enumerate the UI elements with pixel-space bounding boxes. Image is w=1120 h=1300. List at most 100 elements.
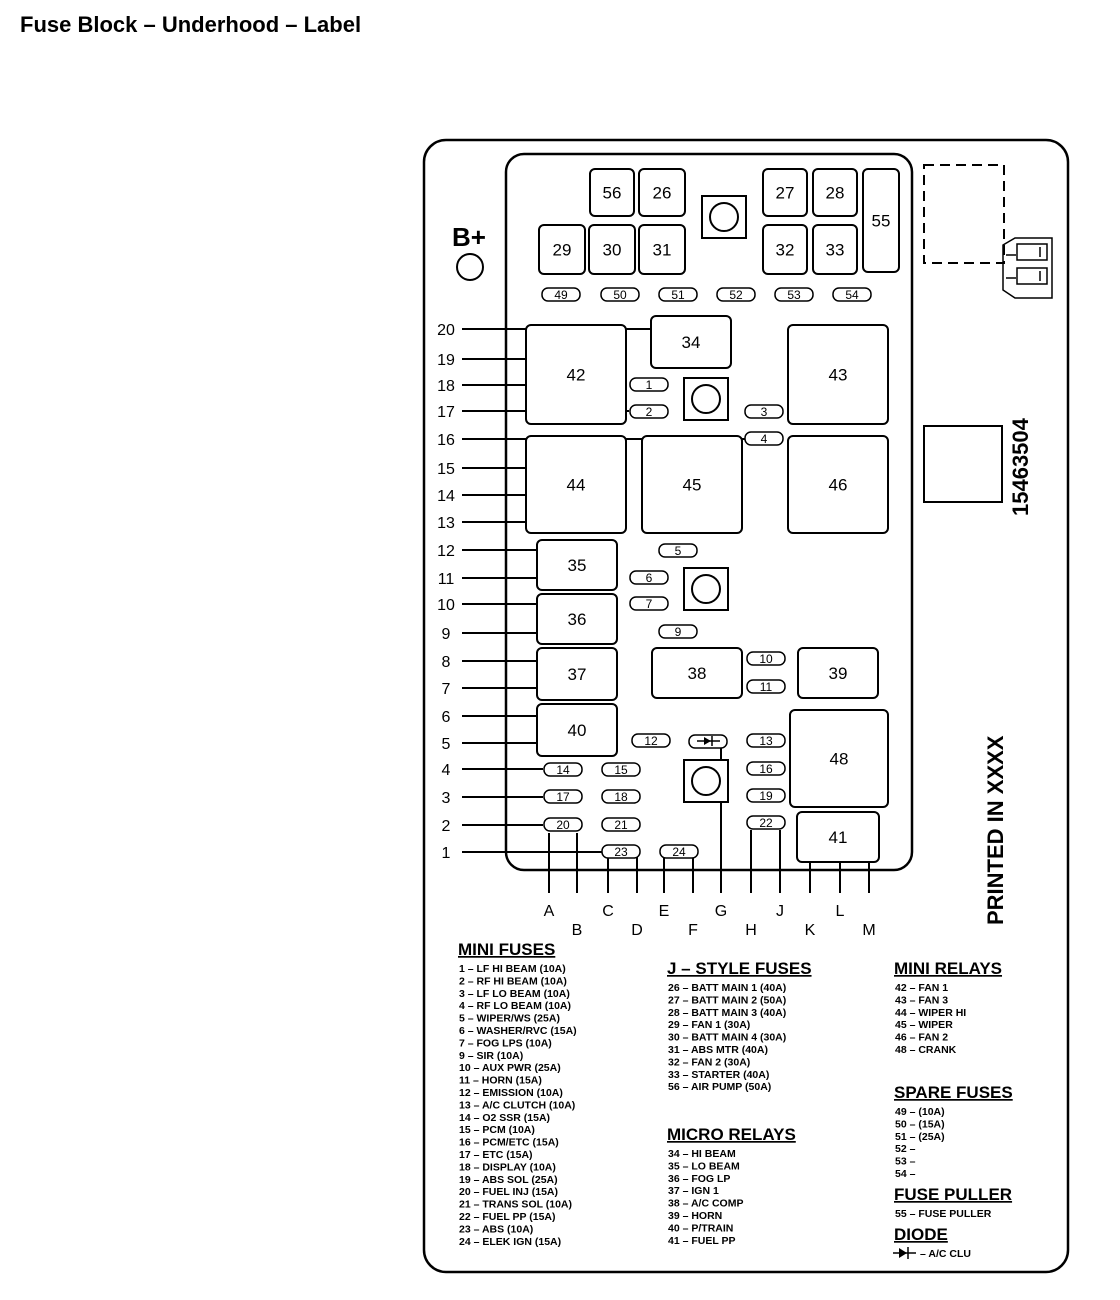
- legend-item-spare: 49 – (10A): [895, 1106, 945, 1118]
- fuse-16: [746, 761, 786, 776]
- block-46: [787, 435, 889, 534]
- block-36: [536, 593, 618, 645]
- fuse-5: [658, 543, 698, 558]
- fuse-label-6: 6: [646, 571, 653, 585]
- legend-item-mini-fuses: 16 – PCM/ETC (15A): [459, 1137, 559, 1149]
- block-31: [638, 224, 686, 275]
- legend-item-micro-relays: 39 – HORN: [668, 1210, 722, 1222]
- block-label-30: 30: [603, 241, 622, 260]
- fuse-18: [601, 789, 641, 804]
- pin-label-6: 6: [442, 709, 451, 726]
- pin-label-8: 8: [442, 654, 451, 671]
- fuse-52: [716, 287, 756, 302]
- fuse-49: [541, 287, 581, 302]
- block-label-33: 33: [826, 241, 845, 260]
- block-label-35: 35: [568, 556, 587, 575]
- fuse-label-16: 16: [759, 762, 773, 776]
- block-48: [789, 709, 889, 808]
- block-26: [638, 168, 686, 217]
- block-label-55: 55: [872, 212, 891, 231]
- pin-label-10: 10: [437, 597, 455, 614]
- legend-item-mini-fuses: 7 – FOG LPS (10A): [459, 1037, 552, 1049]
- pin-labels: 2019181716151413121110987654321ABCDEFGHJ…: [437, 322, 876, 939]
- pin-label-4: 4: [442, 762, 451, 779]
- legend-item-mini-fuses: 3 – LF LO BEAM (10A): [459, 988, 570, 1000]
- connector-area: [923, 164, 1005, 264]
- fuse-label-23: 23: [614, 845, 628, 859]
- block-45: [641, 435, 743, 534]
- legend-item-mini-relays: 45 – WIPER: [895, 1019, 953, 1031]
- legend-item-fuse-puller: 55 – FUSE PULLER: [895, 1208, 992, 1220]
- block-label-36: 36: [568, 610, 587, 629]
- block-32: [762, 224, 808, 275]
- fuse-label-5: 5: [675, 544, 682, 558]
- diode-symbol: [688, 734, 728, 749]
- fuse-4: [744, 431, 784, 446]
- legend-item-mini-fuses: 1 – LF HI BEAM (10A): [459, 963, 566, 975]
- fuse-3: [744, 404, 784, 419]
- legend-item-spare: 52 –: [895, 1143, 916, 1155]
- fuse-label-9: 9: [675, 625, 682, 639]
- legend-item-mini-fuses: 20 – FUEL INJ (15A): [459, 1186, 558, 1198]
- pin-label-A: A: [544, 903, 555, 920]
- printed-in-label: PRINTED IN XXXX: [983, 735, 1008, 925]
- fuse-label-15: 15: [614, 763, 628, 777]
- bolt-hole-4: [691, 766, 721, 796]
- fuse-53: [774, 287, 814, 302]
- pin-label-K: K: [805, 922, 816, 939]
- block-label-26: 26: [653, 184, 672, 203]
- legend-heading-micro-relays: MICRO RELAYS: [667, 1125, 796, 1144]
- fuse-label-17: 17: [556, 790, 570, 804]
- pin-label-2: 2: [442, 818, 451, 835]
- pin-label-C: C: [602, 903, 614, 920]
- legend-item-j-style: 32 – FAN 2 (30A): [668, 1056, 750, 1068]
- fuse-20: [543, 817, 583, 832]
- fuse-22: [746, 815, 786, 830]
- block-39: [797, 647, 879, 699]
- pin-label-B: B: [572, 922, 583, 939]
- legend-item-mini-fuses: 19 – ABS SOL (25A): [459, 1174, 558, 1186]
- legend-item-j-style: 29 – FAN 1 (30A): [668, 1019, 750, 1031]
- fuse-54: [832, 287, 872, 302]
- block-33: [812, 224, 858, 275]
- fuse-label-3: 3: [761, 405, 768, 419]
- block-label-43: 43: [829, 366, 848, 385]
- fuse-label-21: 21: [614, 818, 628, 832]
- pin-label-H: H: [745, 922, 757, 939]
- fuse-label-10: 10: [759, 652, 773, 666]
- legend-item-mini-relays: 43 – FAN 3: [895, 994, 948, 1006]
- fuse-label-52: 52: [729, 288, 743, 302]
- legend-heading-fuse-puller: FUSE PULLER: [894, 1185, 1012, 1204]
- part-number: 15463504: [1008, 417, 1033, 516]
- pin-label-J: J: [776, 903, 784, 920]
- block-label-28: 28: [826, 184, 845, 203]
- pin-label-14: 14: [437, 488, 455, 505]
- legend-item-mini-fuses: 2 – RF HI BEAM (10A): [459, 975, 567, 987]
- part-number-box: [923, 425, 1003, 503]
- fuse-label-14: 14: [556, 763, 570, 777]
- fuse-13: [746, 733, 786, 748]
- legend-item-mini-fuses: 11 – HORN (15A): [459, 1075, 542, 1087]
- legend-heading-j-style: J – STYLE FUSES: [667, 959, 812, 978]
- legend-item-spare: 50 – (15A): [895, 1118, 945, 1130]
- legend-heading-diode: DIODE: [894, 1225, 948, 1244]
- legend-item-j-style: 28 – BATT MAIN 3 (40A): [668, 1007, 786, 1019]
- fuse-51: [658, 287, 698, 302]
- fuse-24: [659, 844, 699, 859]
- fuse-label-18: 18: [614, 790, 628, 804]
- block-35: [536, 539, 618, 591]
- pin-label-13: 13: [437, 515, 455, 532]
- block-41: [796, 811, 880, 863]
- fuse-label-7: 7: [646, 597, 653, 611]
- legend-item-micro-relays: 38 – A/C COMP: [668, 1198, 743, 1210]
- fuse-50: [600, 287, 640, 302]
- block-label-38: 38: [688, 664, 707, 683]
- fuse-6: [629, 570, 669, 585]
- legend-item-mini-fuses: 12 – EMISSION (10A): [459, 1087, 563, 1099]
- legend-item-mini-fuses: 9 – SIR (10A): [459, 1050, 523, 1062]
- legend-item-mini-fuses: 17 – ETC (15A): [459, 1149, 533, 1161]
- fuse-label-19: 19: [759, 789, 773, 803]
- legend-item-mini-relays: 48 – CRANK: [895, 1044, 957, 1056]
- legend-item-j-style: 27 – BATT MAIN 2 (50A): [668, 994, 786, 1006]
